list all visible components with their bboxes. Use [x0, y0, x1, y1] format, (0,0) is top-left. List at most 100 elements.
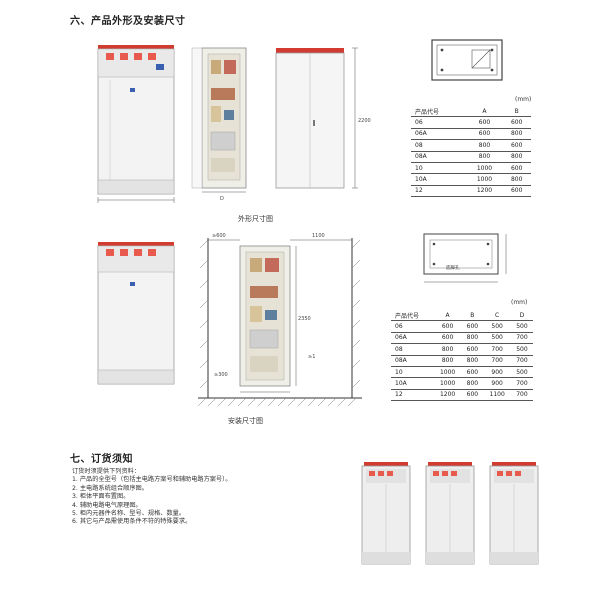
section-6-title: 六、产品外形及安装尺寸 [70, 16, 186, 27]
outline-depth-label: D [220, 196, 224, 202]
table-cell: 1000 [433, 365, 462, 378]
install-left-label: ≥600 [212, 233, 226, 239]
order-note-item: 1. 产品的全型号（包括主电路方案号和辅助电路方案号）。 [72, 476, 232, 484]
table-cell: 600 [433, 320, 462, 333]
install-caption: 安装尺寸图 [228, 417, 263, 425]
order-note-item: 5. 柜内元器件名称、型号、规格、数量。 [72, 510, 186, 518]
table-cell: 500 [510, 343, 533, 356]
table-cell: 900 [483, 365, 511, 378]
table-cell: 10A [411, 173, 467, 186]
table1-unit: (mm) [515, 96, 532, 103]
table-cell: 10A [391, 377, 434, 390]
order-note-item: 2. 主电路系统组合顺序图。 [72, 484, 148, 492]
table-cell: 10 [391, 365, 434, 378]
table-cell: 600 [461, 343, 484, 356]
table-cell: 600 [461, 320, 484, 333]
table-cell: 1000 [466, 173, 503, 186]
install-cabinet-front [97, 242, 175, 385]
install-mid-label: ≥1 [308, 354, 315, 360]
table-cell: 800 [466, 139, 503, 152]
order-note-item: 3. 柜体平面布置图。 [72, 493, 130, 501]
table-cell: 800 [461, 377, 484, 390]
install-room-section: ≥600 1100 2350 ≥300 ≥1 [197, 233, 362, 407]
table-cell: 600 [433, 331, 462, 344]
table-cell: 600 [502, 161, 531, 174]
table-cell: 500 [510, 365, 533, 378]
table-cell: 500 [510, 320, 533, 333]
order-note-item: 4. 辅助电路电气原理图。 [72, 501, 142, 509]
cabinet-front-plain: 2200 [275, 47, 371, 189]
top-view-diagram [431, 39, 503, 81]
table-cell: 800 [433, 343, 462, 356]
order-note-item: 6. 其它与产品需使用条件不符的特殊要求。 [72, 518, 192, 526]
outline-drawings: D 2200 [97, 45, 371, 203]
table-cell: 08 [391, 343, 434, 356]
table-cell: 12 [391, 388, 434, 402]
cabinet-photo [489, 462, 539, 565]
cabinet-interior-open: D [191, 47, 247, 202]
cabinet-front-with-meters [97, 45, 175, 203]
table-cell: 600 [461, 365, 484, 378]
table-header-cell: B [470, 311, 475, 319]
cabinet-photo [425, 462, 475, 565]
table-cell: 700 [483, 343, 511, 356]
install-height-label: 2350 [298, 316, 311, 322]
table-cell: 800 [461, 331, 484, 344]
table-cell: 06 [391, 320, 434, 333]
table-header-cell: B [514, 107, 519, 115]
table-cell: 700 [510, 331, 533, 344]
cabinet-photo [361, 462, 411, 565]
table-cell: 700 [510, 354, 533, 367]
table-cell: 12 [411, 184, 467, 198]
order-notes-intro: 订货时须提供下列资料： [72, 468, 141, 475]
table-cell: 700 [510, 377, 533, 390]
table-cell: 600 [466, 127, 503, 140]
table-cell: 800 [502, 127, 531, 140]
base-hole-plan: 底脚孔 [423, 233, 507, 283]
table-cell: 800 [502, 173, 531, 186]
table-cell: 06A [391, 331, 434, 344]
table-cell: 800 [466, 150, 503, 163]
table-header-cell: A [445, 311, 450, 319]
table-cell: 600 [502, 139, 531, 152]
table-header-cell: A [482, 107, 487, 115]
table-cell: 800 [461, 354, 484, 367]
table-cell: 08A [391, 354, 434, 367]
install-right-label: 1100 [312, 233, 325, 239]
table-cell: 600 [502, 116, 531, 129]
table-cell: 1200 [433, 388, 462, 402]
table-cell: 10 [411, 161, 467, 174]
table-cell: 700 [510, 388, 533, 402]
table-cell: 600 [461, 388, 484, 402]
order-notes: 订货时须提供下列资料： 1. 产品的全型号（包括主电路方案号和辅助电路方案号）。… [72, 468, 231, 527]
outline-caption: 外形尺寸图 [238, 215, 273, 223]
install-drawings: ≥600 1100 2350 ≥300 ≥1 [97, 233, 362, 407]
table-cell: 1000 [466, 161, 503, 174]
table-cell: 06A [411, 127, 467, 140]
table-cell: 600 [502, 184, 531, 198]
section-7-title: 七、订货须知 [70, 454, 133, 465]
base-hole-label: 底脚孔 [446, 264, 460, 271]
table-cell: 800 [502, 150, 531, 163]
table-cell: 800 [433, 354, 462, 367]
table-header-cell: 产品代号 [395, 312, 420, 320]
table-header-cell: C [495, 311, 500, 319]
install-bottom-label: ≥300 [214, 372, 228, 378]
